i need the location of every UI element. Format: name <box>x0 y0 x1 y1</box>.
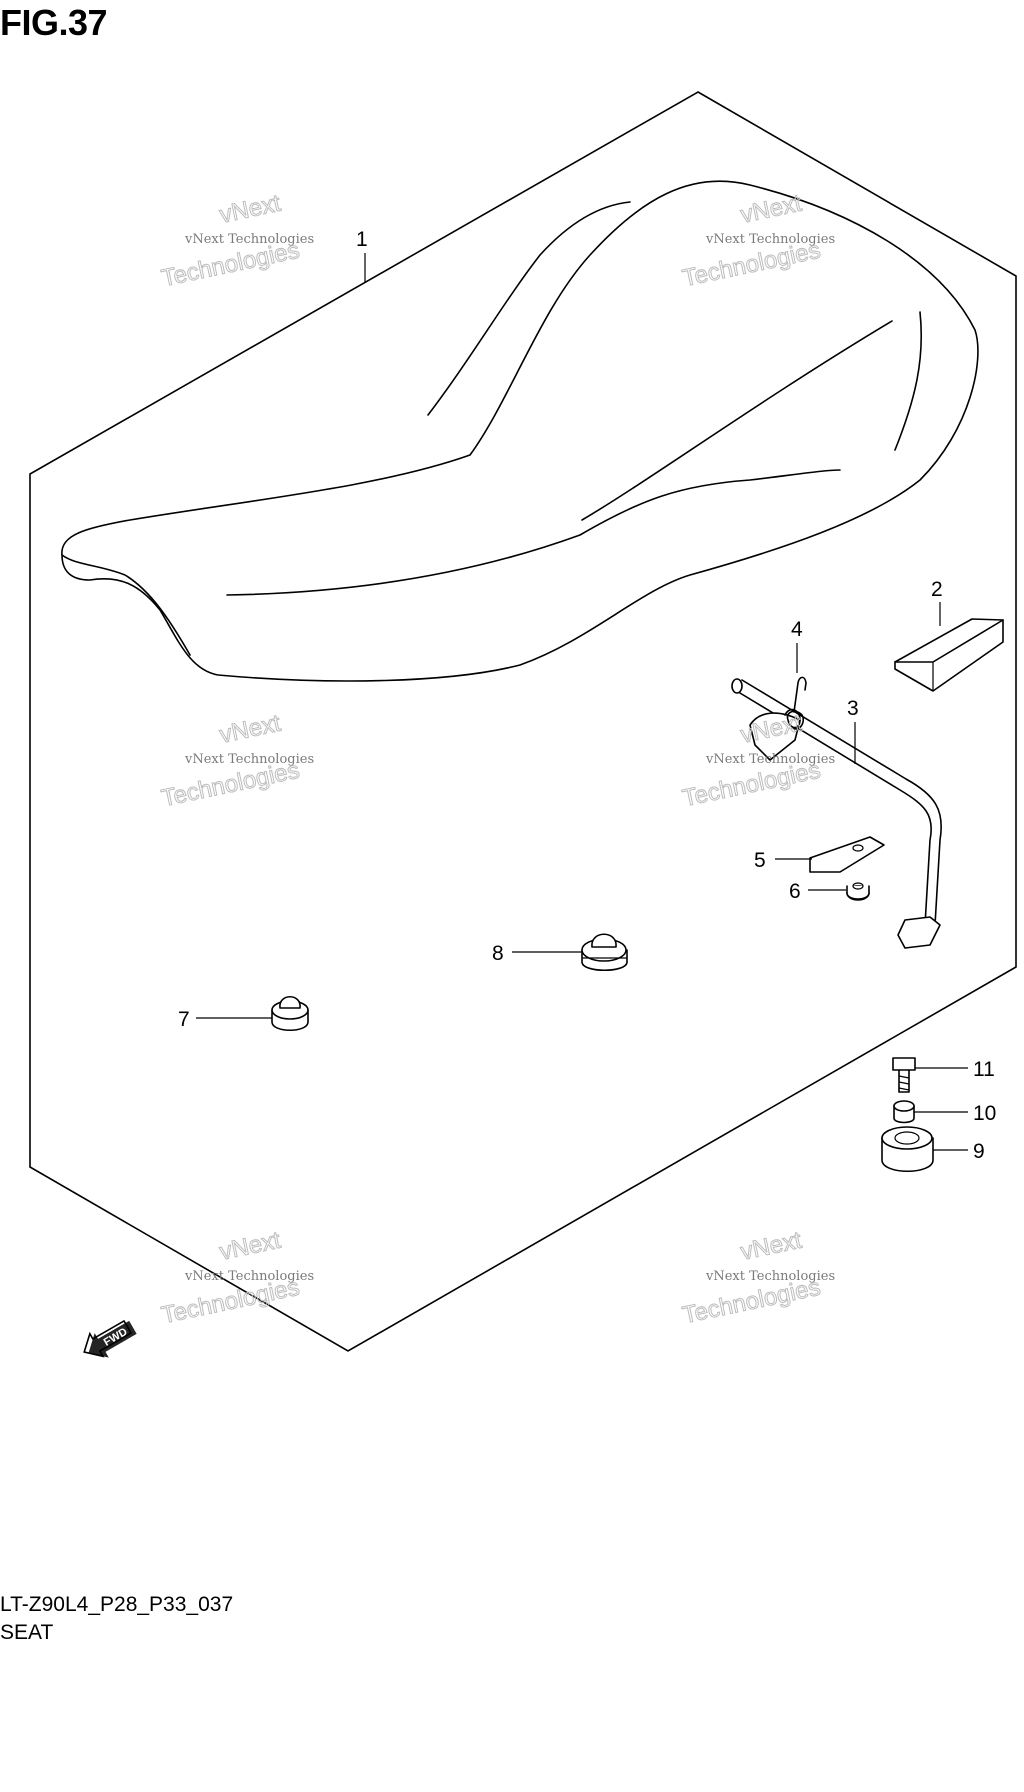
watermark-text: vNext Technologies <box>705 1269 835 1284</box>
watermark-big-top: vNext <box>217 1227 283 1266</box>
cushion-8-part <box>581 933 628 971</box>
leader-lines <box>196 253 968 1151</box>
cushion-7-part <box>271 995 309 1032</box>
diagram-frame <box>29 91 1017 1352</box>
callout-5: 5 <box>754 849 766 872</box>
watermark-text: vNext Technologies <box>184 1269 314 1284</box>
callout-4: 4 <box>791 618 803 641</box>
diagram-name: SEAT <box>0 1621 54 1644</box>
diagram-code: LT-Z90L4_P28_P33_037 <box>0 1593 234 1616</box>
callout-10: 10 <box>973 1102 996 1125</box>
collar-part <box>893 1100 915 1124</box>
cushion-9-part <box>881 1126 934 1172</box>
pad-part <box>894 618 1004 692</box>
watermark-text: vNext Technologies <box>184 232 314 247</box>
plate-part <box>809 836 885 873</box>
watermark-text: vNext Technologies <box>184 752 314 767</box>
callout-8: 8 <box>492 942 504 965</box>
callout-1: 1 <box>356 228 368 251</box>
bolt-part <box>892 1057 916 1093</box>
lock-rod-part <box>731 678 942 949</box>
fwd-arrow-icon: FWD <box>83 1319 137 1358</box>
watermark-text: vNext Technologies <box>705 232 835 247</box>
figure-title: FIG.37 <box>0 2 108 43</box>
spring-part <box>784 676 807 730</box>
callout-11: 11 <box>973 1058 995 1081</box>
watermark-big-top: vNext <box>738 1227 804 1266</box>
callout-6: 6 <box>789 880 801 903</box>
callout-7: 7 <box>178 1008 190 1031</box>
watermark-big-top: vNext <box>738 710 804 749</box>
watermark-big-top: vNext <box>217 710 283 749</box>
callout-9: 9 <box>973 1140 985 1163</box>
watermark-text: vNext Technologies <box>705 752 835 767</box>
seat-part <box>61 180 979 682</box>
callout-2: 2 <box>931 578 943 601</box>
callout-3: 3 <box>847 697 859 720</box>
watermark-big-top: vNext <box>217 190 283 229</box>
nut-part <box>846 882 870 901</box>
